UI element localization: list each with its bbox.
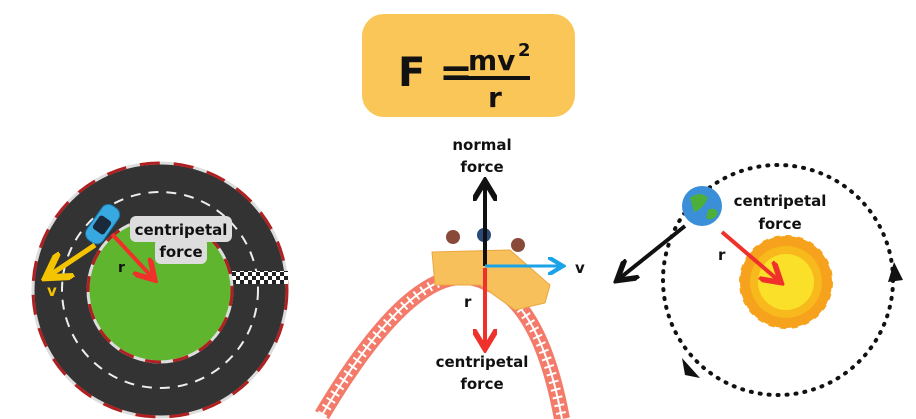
coaster-centripetal-label-1: centripetal bbox=[436, 353, 529, 371]
car-force-label-2: force bbox=[159, 243, 202, 261]
orbit-force-label-1: centripetal bbox=[734, 192, 827, 210]
roller-coaster: normal force v r centripetal force bbox=[315, 136, 585, 419]
car-radius-label: r bbox=[118, 260, 125, 276]
orbit-radius-label: r bbox=[718, 246, 726, 264]
blue-car-icon bbox=[84, 203, 121, 245]
formula-numerator: mv bbox=[468, 44, 515, 77]
coaster-car-icon bbox=[431, 228, 551, 311]
earth-velocity-arrow bbox=[620, 224, 687, 278]
finish-line bbox=[232, 271, 288, 284]
orbit-scene: r centripetal force bbox=[620, 163, 903, 397]
coaster-velocity-label: v bbox=[575, 259, 585, 277]
formula-lhs: F = bbox=[398, 50, 473, 96]
car-velocity-label: v bbox=[47, 282, 57, 300]
formula-exponent: 2 bbox=[518, 40, 531, 61]
car-force-label-1: centripetal bbox=[135, 221, 228, 239]
velocity-arrow bbox=[50, 242, 97, 275]
orbit-direction-arrow bbox=[682, 358, 700, 378]
coaster-centripetal-label-2: force bbox=[460, 375, 503, 393]
race-track: v r centripetal force bbox=[31, 161, 289, 419]
orbit-centripetal-arrow bbox=[720, 230, 778, 280]
sun-icon bbox=[739, 235, 833, 329]
coaster-radius-label: r bbox=[464, 293, 472, 311]
formula-box: F = mv 2 r bbox=[362, 14, 575, 117]
formula-denominator: r bbox=[488, 81, 502, 114]
normal-label-1: normal bbox=[452, 136, 511, 154]
orbit-force-label-2: force bbox=[758, 215, 801, 233]
earth-icon bbox=[682, 186, 722, 226]
centripetal-arrow bbox=[110, 232, 152, 277]
orbit-direction-arrow bbox=[888, 262, 903, 282]
normal-label-2: force bbox=[460, 158, 503, 176]
